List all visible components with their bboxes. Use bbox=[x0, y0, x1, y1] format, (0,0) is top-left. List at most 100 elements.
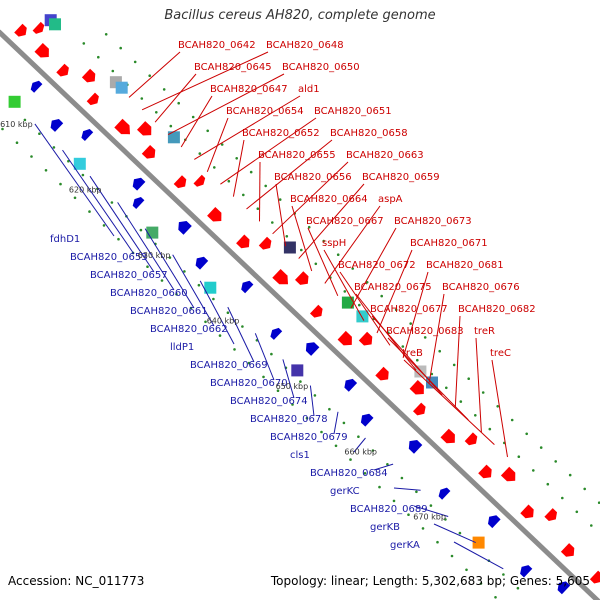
forward-label-leader bbox=[387, 337, 469, 421]
kbp-tick-label: 620 kbp bbox=[69, 186, 102, 195]
tick-dot bbox=[102, 224, 106, 227]
tick-dot bbox=[218, 334, 222, 337]
tick-dot bbox=[401, 345, 405, 348]
tick-dot bbox=[458, 531, 462, 535]
forward-gene-arrow bbox=[409, 380, 424, 395]
forward-gene-label: ald1 bbox=[298, 84, 320, 95]
forward-label-leader bbox=[232, 139, 245, 197]
forward-gene-label: BCAH820_0672 bbox=[338, 260, 416, 271]
map-title: Bacillus cereus AH820, complete genome bbox=[164, 8, 436, 23]
forward-label-leader bbox=[194, 95, 301, 160]
tick-dot bbox=[247, 361, 251, 365]
forward-gene-label: BCAH820_0652 bbox=[242, 128, 320, 139]
kbp-tick-label: 660 kbp bbox=[344, 447, 377, 456]
reverse-gene-arrow bbox=[270, 327, 283, 340]
forward-label-leader bbox=[491, 359, 508, 458]
forward-label-leader bbox=[339, 271, 391, 346]
feature-block bbox=[291, 364, 304, 377]
reverse-gene-arrow bbox=[132, 177, 146, 191]
tick-dot bbox=[386, 463, 389, 466]
tick-dot bbox=[467, 377, 471, 381]
reverse-label-leader bbox=[333, 411, 339, 435]
tick-dot bbox=[436, 540, 439, 544]
tick-dot bbox=[365, 281, 369, 284]
tick-dot bbox=[452, 363, 456, 367]
reverse-label-leader bbox=[353, 437, 366, 453]
forward-gene-arrow bbox=[173, 175, 187, 189]
feature-block bbox=[283, 241, 296, 254]
tick-dot bbox=[450, 554, 454, 558]
tick-dot bbox=[276, 389, 280, 393]
forward-gene-arrow bbox=[137, 121, 152, 136]
tick-dot bbox=[242, 193, 245, 197]
forward-label-leader bbox=[141, 51, 269, 111]
tick-dot bbox=[233, 348, 236, 351]
reverse-gene-arrow bbox=[438, 487, 451, 500]
reverse-label-leader bbox=[62, 149, 135, 255]
reverse-gene-label: BCAH820_0657 bbox=[90, 270, 168, 281]
tick-dot bbox=[561, 496, 564, 500]
forward-label-leader bbox=[167, 73, 285, 136]
reverse-label-leader bbox=[453, 541, 504, 570]
tick-dot bbox=[351, 267, 355, 270]
reverse-gene-arrow bbox=[81, 129, 94, 141]
tick-dot bbox=[299, 380, 302, 383]
forward-label-leader bbox=[324, 205, 381, 284]
forward-gene-label: aspA bbox=[378, 194, 403, 205]
tick-dot bbox=[15, 141, 19, 144]
tick-dot bbox=[111, 69, 115, 73]
reverse-gene-label: BCAH820_0670 bbox=[210, 378, 288, 389]
tick-dot bbox=[133, 60, 137, 64]
forward-label-leader bbox=[275, 183, 287, 247]
reverse-label-leader bbox=[309, 385, 315, 417]
forward-gene-arrow bbox=[544, 508, 557, 521]
tick-dot bbox=[445, 386, 448, 390]
tick-dot bbox=[241, 325, 244, 328]
tick-dot bbox=[160, 279, 164, 282]
tick-dot bbox=[146, 265, 149, 269]
forward-gene-label: BCAH820_0659 bbox=[362, 172, 440, 183]
forward-label-leader bbox=[475, 337, 482, 433]
reverse-gene-arrow bbox=[557, 581, 571, 595]
tick-dot bbox=[488, 427, 492, 431]
tick-dot bbox=[264, 184, 268, 188]
tick-dot bbox=[235, 157, 238, 160]
feature-block bbox=[73, 157, 86, 170]
forward-gene-label: BCAH820_0675 bbox=[354, 282, 432, 293]
forward-gene-label: BCAH820_0683 bbox=[386, 326, 464, 337]
reverse-label-leader bbox=[373, 463, 394, 471]
feature-block bbox=[115, 81, 128, 94]
tick-dot bbox=[334, 444, 338, 448]
tick-dot bbox=[409, 322, 413, 325]
tick-dot bbox=[539, 446, 543, 449]
tick-dot bbox=[481, 391, 485, 394]
kbp-tick-label: 670 kbp bbox=[413, 513, 446, 522]
kbp-tick-label: 630 kbp bbox=[138, 251, 171, 260]
tick-dot bbox=[590, 524, 593, 527]
feature-block bbox=[167, 131, 180, 144]
tick-dot bbox=[291, 403, 294, 406]
tick-dot bbox=[371, 449, 375, 452]
forward-gene-label: treR bbox=[474, 326, 495, 337]
reverse-gene-arrow bbox=[50, 119, 64, 132]
tick-dot bbox=[342, 421, 346, 425]
reverse-gene-label: fdhD1 bbox=[50, 234, 80, 245]
tick-dot bbox=[307, 225, 311, 229]
tick-dot bbox=[597, 501, 600, 504]
tick-dot bbox=[516, 586, 520, 590]
forward-gene-arrow bbox=[589, 570, 600, 584]
reverse-label-leader bbox=[433, 523, 476, 544]
forward-gene-arrow bbox=[272, 269, 288, 285]
reverse-label-leader bbox=[117, 202, 175, 291]
reverse-label-leader bbox=[413, 505, 449, 517]
tick-dot bbox=[81, 173, 85, 177]
tick-dot bbox=[494, 596, 497, 599]
tick-dot bbox=[162, 88, 166, 91]
forward-label-leader bbox=[402, 271, 429, 358]
forward-gene-label: BCAH820_0648 bbox=[266, 40, 344, 51]
forward-gene-arrow bbox=[141, 145, 156, 159]
tick-dot bbox=[44, 169, 48, 172]
forward-gene-arrow bbox=[440, 428, 455, 444]
forward-gene-arrow bbox=[375, 366, 389, 381]
tick-dot bbox=[198, 152, 202, 155]
